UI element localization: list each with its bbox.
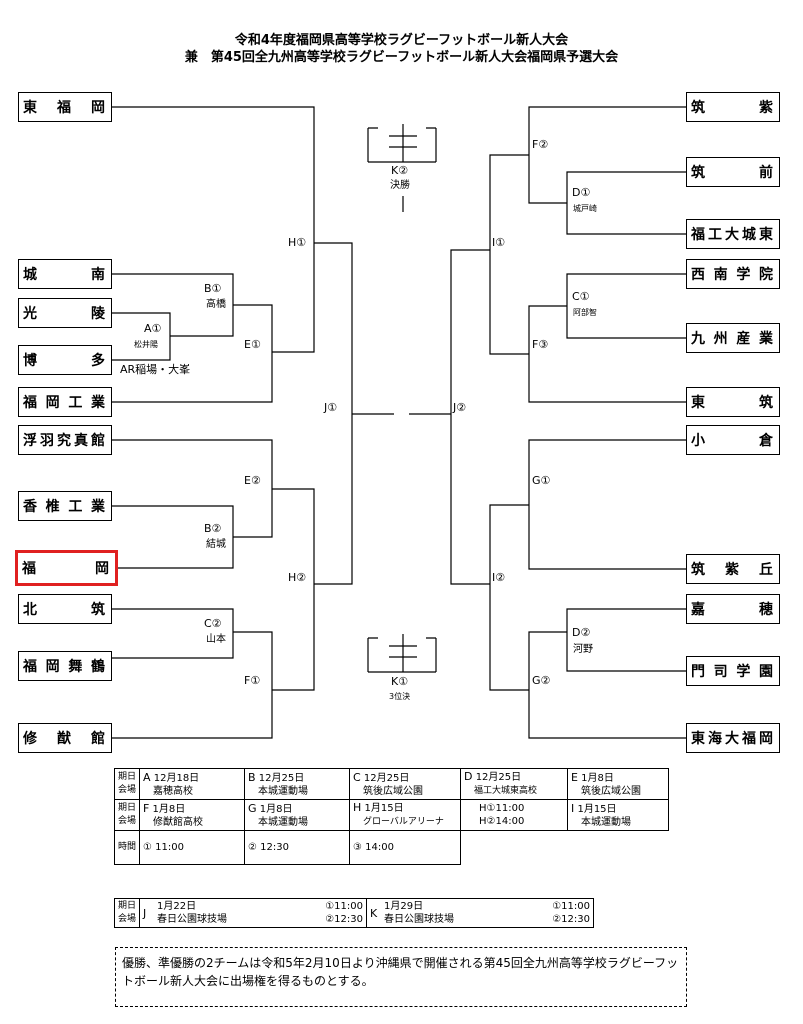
schedule-cell-e: E 1月8日筑後広域公園 bbox=[567, 768, 670, 800]
match-i2-label: I② bbox=[492, 571, 506, 584]
match-j2-label: J② bbox=[453, 401, 467, 414]
team-left-5: 福岡工業 bbox=[18, 387, 112, 417]
team-left-11: 修猷館 bbox=[18, 723, 112, 753]
team-right-10: 門司学園 bbox=[686, 656, 780, 686]
team-right-5: 九州産業 bbox=[686, 323, 780, 353]
match-k1-label: K① bbox=[391, 675, 409, 688]
match-f2-label: F② bbox=[532, 138, 549, 151]
match-b1-venue: 高橋 bbox=[206, 299, 226, 310]
schedule-cell-b: B 12月25日本城運動場 bbox=[244, 768, 351, 800]
team-right-9: 嘉穂 bbox=[686, 594, 780, 624]
match-e2-label: E② bbox=[244, 474, 261, 487]
team-left-2: 城南 bbox=[18, 259, 112, 289]
match-c1-venue: 阿部智 bbox=[573, 308, 597, 317]
match-d2-label: D② bbox=[572, 626, 591, 639]
schedule-cell-i: I 1月15日本城運動場 bbox=[567, 799, 670, 831]
team-right-6: 東筑 bbox=[686, 387, 780, 417]
match-h1-label: H① bbox=[288, 236, 307, 249]
match-f3-label: F③ bbox=[532, 338, 549, 351]
team-right-2: 筑前 bbox=[686, 157, 780, 187]
match-g2-label: G② bbox=[532, 674, 551, 687]
team-right-8: 筑紫丘 bbox=[686, 554, 780, 584]
match-a1-venue: 松井陽 bbox=[134, 340, 158, 349]
match-g1-label: G① bbox=[532, 474, 551, 487]
team-left-9: 北筑 bbox=[18, 594, 112, 624]
match-k2-name: 決勝 bbox=[390, 180, 410, 191]
page-subtitle: 兼 第45回全九州高等学校ラグビーフットボール新人大会福岡県予選大会 bbox=[184, 50, 619, 65]
schedule-time-1: ① 11:00 bbox=[139, 830, 246, 865]
match-b2-label: B② bbox=[204, 522, 222, 535]
notes-box: 優勝、準優勝の2チームは令和5年2月10日より沖縄県で開催される第45回全九州高… bbox=[115, 947, 687, 1007]
match-f1-label: F① bbox=[244, 674, 261, 687]
page-title: 令和4年度福岡県高等学校ラグビーフットボール新人大会 bbox=[234, 33, 569, 48]
match-i1-label: I① bbox=[492, 236, 506, 249]
team-right-4: 西南学院 bbox=[686, 259, 780, 289]
match-c2-venue: 山本 bbox=[206, 634, 226, 645]
schedule-cell-g: G 1月8日本城運動場 bbox=[244, 799, 351, 831]
match-h2-label: H② bbox=[288, 571, 307, 584]
team-right-7: 小倉 bbox=[686, 425, 780, 455]
schedule-time-3: ③ 14:00 bbox=[349, 830, 462, 865]
team-left-7: 香椎工業 bbox=[18, 491, 112, 521]
schedule-cell-h: H 1月15日グローバルアリーナ bbox=[349, 799, 462, 831]
match-a1-ref: AR稲場・大峯 bbox=[120, 363, 191, 376]
match-c2-label: C② bbox=[204, 617, 222, 630]
match-b2-venue: 結城 bbox=[206, 539, 226, 550]
match-k2-label: K② bbox=[391, 164, 409, 177]
schedule-cell-d: D 12月25日福工大城東高校 bbox=[460, 768, 569, 800]
team-left-10: 福岡舞鶴 bbox=[18, 651, 112, 681]
match-e1-label: E① bbox=[244, 338, 261, 351]
match-d1-venue: 城戸崎 bbox=[573, 204, 597, 213]
schedule-cell-f: F 1月8日修猷館高校 bbox=[139, 799, 246, 831]
match-c1-label: C① bbox=[572, 290, 590, 303]
schedule-table: 期日会場 A 12月18日嘉穂高校 B 12月25日本城運動場 C 12月25日… bbox=[113, 768, 670, 865]
team-left-8-selected: 福岡 bbox=[15, 550, 118, 586]
team-left-6: 浮羽究真館 bbox=[18, 425, 112, 455]
team-right-3: 福工大城東 bbox=[686, 219, 780, 249]
match-a1-label: A① bbox=[144, 322, 162, 335]
team-right-1: 筑紫 bbox=[686, 92, 780, 122]
match-d1-label: D① bbox=[572, 186, 591, 199]
team-left-3: 光陵 bbox=[18, 298, 112, 328]
schedule-time-2: ② 12:30 bbox=[244, 830, 351, 865]
team-left-4: 博多 bbox=[18, 345, 112, 375]
match-d2-venue: 河野 bbox=[573, 644, 593, 655]
match-k1-name: 3位決 bbox=[389, 692, 411, 701]
match-b1-label: B① bbox=[204, 282, 222, 295]
team-left-1: 東福岡 bbox=[18, 92, 112, 122]
schedule-cell-a: A 12月18日嘉穂高校 bbox=[139, 768, 246, 800]
team-right-11: 東海大福岡 bbox=[686, 723, 780, 753]
schedule-cell-c: C 12月25日筑後広域公園 bbox=[349, 768, 462, 800]
match-j1-label: J① bbox=[324, 401, 338, 414]
